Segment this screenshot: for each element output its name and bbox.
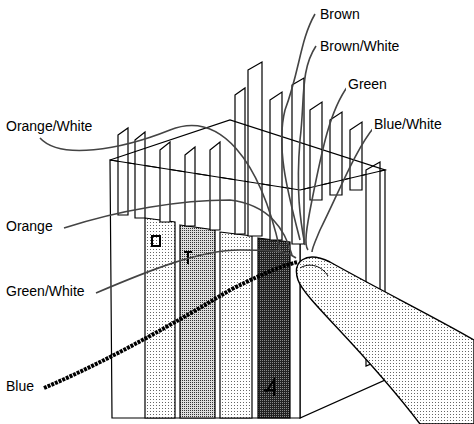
wire-color-label: Brown [318,6,362,22]
wire-color-label: Orange [4,218,55,234]
wire-color-label: Green/White [4,283,87,299]
wire-color-label: Brown/White [318,38,401,54]
wire-color-label: Blue/White [372,116,444,132]
wire-color-label: Orange/White [4,118,94,134]
wire-color-label: Blue [4,378,36,394]
wire-color-label: Green [346,76,389,92]
